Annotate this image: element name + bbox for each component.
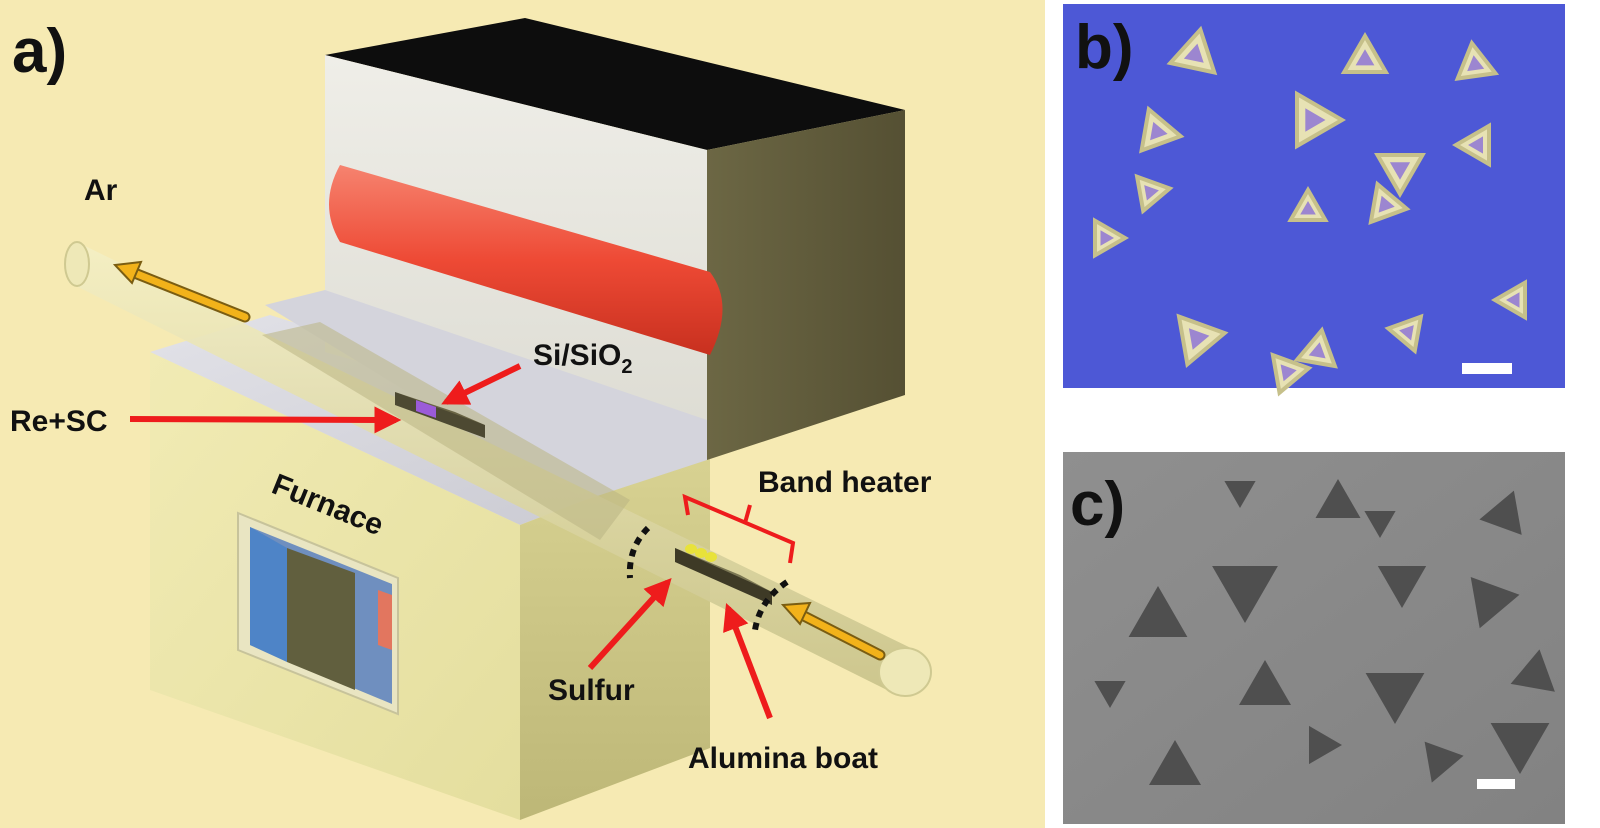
- scale-bar-b: [1462, 363, 1512, 374]
- sem-flake: [1309, 725, 1342, 765]
- sem-flake: [1094, 681, 1126, 708]
- quartz-tube: [64, 241, 932, 697]
- panel-c: c): [1063, 452, 1565, 824]
- upper-block-top: [325, 18, 905, 150]
- sem-flake: [1224, 481, 1256, 508]
- si-sio2-substrate: [416, 400, 436, 418]
- sulfur-boat: [675, 544, 772, 605]
- band-heater: [626, 493, 796, 631]
- panel-a: a) Ar Si/SiO2 Re+SC Furnace Band heater …: [0, 0, 1045, 828]
- band-heater-label: Band heater: [758, 466, 932, 499]
- sulfur-granule: [685, 544, 697, 554]
- sem-flake: [1149, 740, 1201, 785]
- optical-flake-core: [1150, 121, 1168, 141]
- optical-flake-core: [1305, 108, 1326, 132]
- tube-end-right: [878, 647, 932, 697]
- sem-flakes: [1094, 479, 1555, 785]
- optical-flake-core: [1100, 230, 1114, 246]
- sem-flake: [1490, 723, 1550, 774]
- sem-flake: [1377, 566, 1427, 608]
- panel-a-letter: a): [12, 17, 67, 86]
- sulfur-granule: [705, 552, 717, 562]
- re-sc-label: Re+SC: [10, 405, 108, 438]
- sulfur-granule: [695, 548, 707, 558]
- sem-flake: [1239, 660, 1291, 705]
- sem-flake: [1212, 566, 1278, 623]
- optical-flake-core: [1280, 364, 1297, 382]
- sem-flake: [1128, 586, 1188, 637]
- furnace-window-core: [287, 548, 355, 690]
- panel-c-letter: c): [1070, 470, 1125, 539]
- optical-flake-core: [1300, 201, 1316, 215]
- arrow-left-icon: [780, 601, 886, 661]
- sem-flake: [1315, 479, 1361, 518]
- ar-label: Ar: [84, 174, 118, 207]
- si-sio2-main: Si/SiO: [533, 339, 621, 372]
- red-arrow-icon: [129, 406, 402, 434]
- optical-flake-core: [1188, 328, 1210, 350]
- tube-end-left: [64, 241, 90, 287]
- red-arrow-icon: [441, 363, 522, 405]
- upper-furnace-block: [265, 18, 905, 500]
- optical-flakes: [1093, 25, 1527, 397]
- furnace-window-hot-spot: [378, 590, 392, 650]
- heating-element: [329, 165, 723, 355]
- optical-flake-core: [1399, 325, 1414, 341]
- optical-micrograph: [1063, 4, 1565, 388]
- sem-flake: [1470, 577, 1520, 629]
- band-heater-bracket: [682, 493, 796, 564]
- sem-micrograph: [1063, 452, 1565, 824]
- band-heater-arc-right: [752, 579, 789, 631]
- optical-flake-core: [1467, 55, 1485, 72]
- panel-b-letter: b): [1075, 13, 1134, 82]
- furnace-window-left: [250, 527, 287, 662]
- band-heater-arc-left: [626, 525, 651, 579]
- sem-flake: [1364, 511, 1396, 538]
- optical-flake-core: [1183, 43, 1204, 63]
- optical-flake-core: [1468, 136, 1483, 154]
- upper-block-lip: [265, 290, 707, 500]
- sem-flake: [1365, 673, 1425, 724]
- optical-flake-core: [1308, 342, 1326, 359]
- sample-boat-furnace: [395, 392, 485, 438]
- optical-flake-core: [1378, 195, 1395, 213]
- tube-groove: [262, 322, 630, 540]
- sulfur-boat-body: [675, 548, 772, 605]
- si-sio2-subscript: 2: [621, 356, 632, 378]
- red-arrow-icon: [723, 602, 773, 720]
- band-heater-bracket-tick: [743, 504, 752, 524]
- si-sio2-label: Si/SiO2: [533, 339, 632, 378]
- sulfur-label: Sulfur: [548, 674, 635, 707]
- sem-flake: [1479, 490, 1522, 535]
- sem-flake: [1510, 649, 1555, 692]
- sem-flake: [1424, 741, 1464, 783]
- red-arrow-icon: [587, 578, 672, 671]
- optical-flake-core: [1144, 185, 1159, 201]
- optical-flake-core: [1355, 49, 1375, 66]
- alumina-boat-label: Alumina boat: [688, 742, 878, 775]
- scale-bar-c: [1477, 779, 1515, 789]
- upper-block-side: [707, 110, 905, 460]
- panel-b: b): [1063, 4, 1565, 397]
- arrow-left-icon: [112, 260, 251, 323]
- optical-flake-core: [1389, 162, 1411, 180]
- optical-flake-core: [1506, 292, 1520, 308]
